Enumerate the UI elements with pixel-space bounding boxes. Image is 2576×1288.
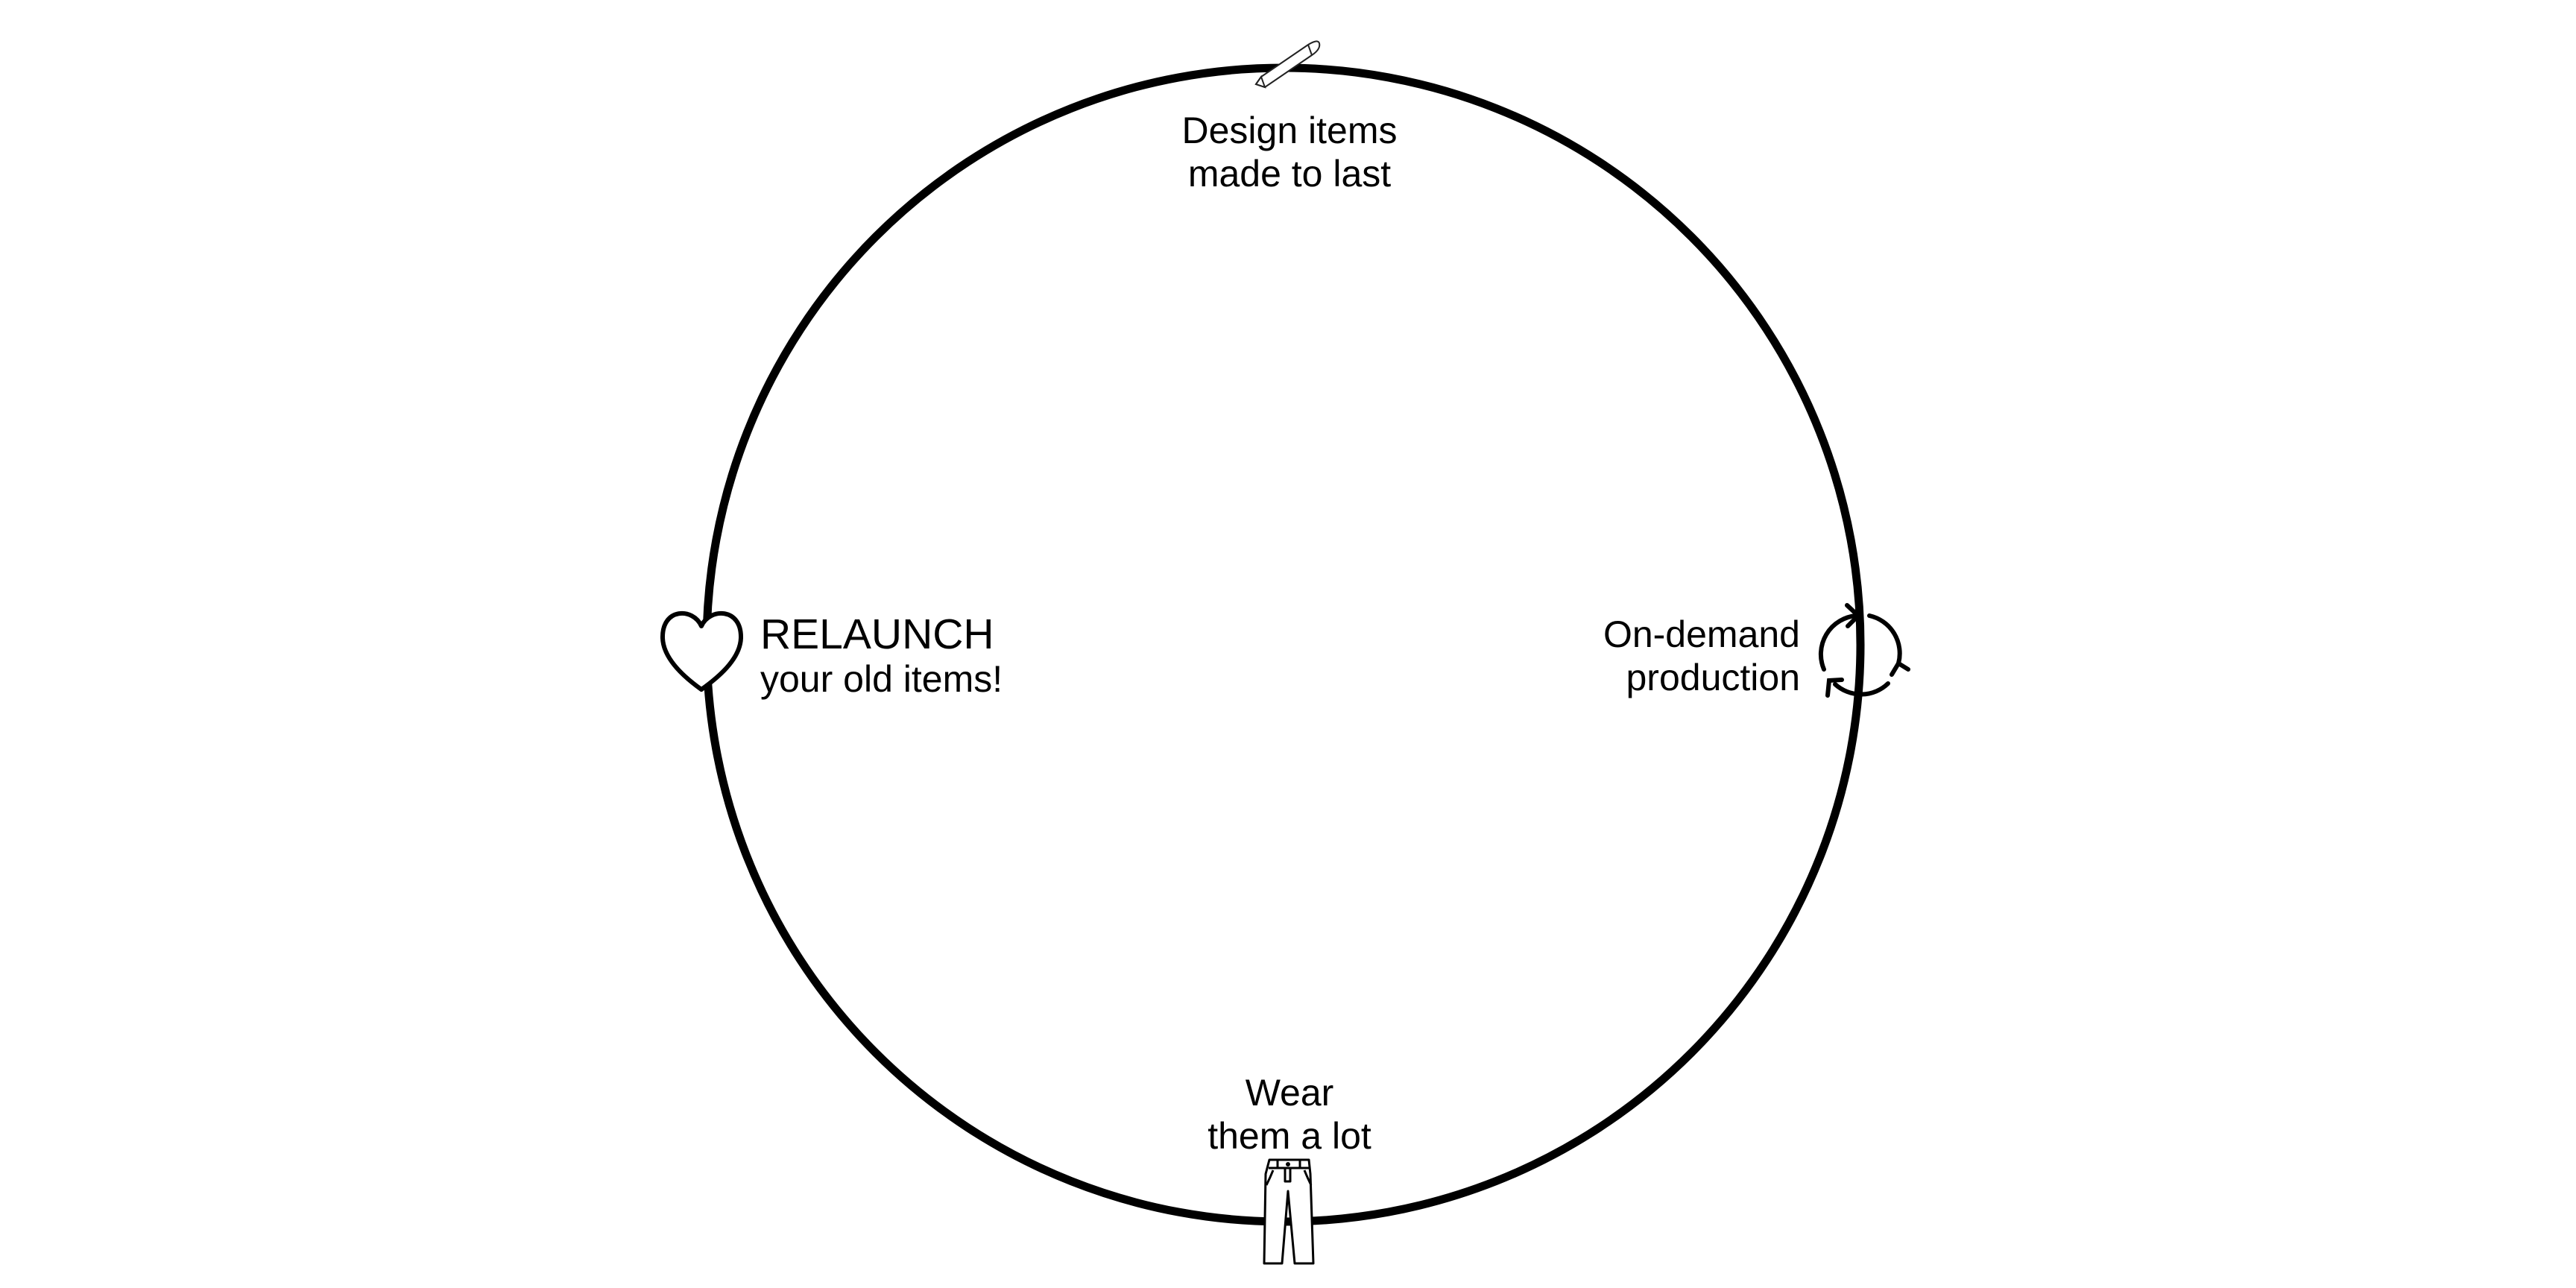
stage-label-line: production [1626,657,1801,698]
stage-label-relaunch: RELAUNCH your old items! [760,611,1003,701]
cycle-arrows-icon [1818,603,1910,698]
heart-icon [660,610,744,692]
stage-label-design: Design items made to last [1170,109,1409,195]
stage-label-heading: RELAUNCH [760,610,994,658]
stage-label-production: On-demand production [1535,613,1800,699]
stage-label-line: Design items [1181,110,1398,151]
pen-icon [1254,40,1321,89]
trousers-icon [1263,1158,1315,1265]
stage-label-line: On-demand [1603,613,1800,655]
stage-label-line: Wear [1245,1072,1334,1114]
stage-label-wear: Wear them a lot [1170,1071,1409,1158]
stage-label-line: your old items! [760,658,1003,700]
stage-label-line: made to last [1187,153,1392,195]
stage-label-line: them a lot [1208,1115,1371,1157]
